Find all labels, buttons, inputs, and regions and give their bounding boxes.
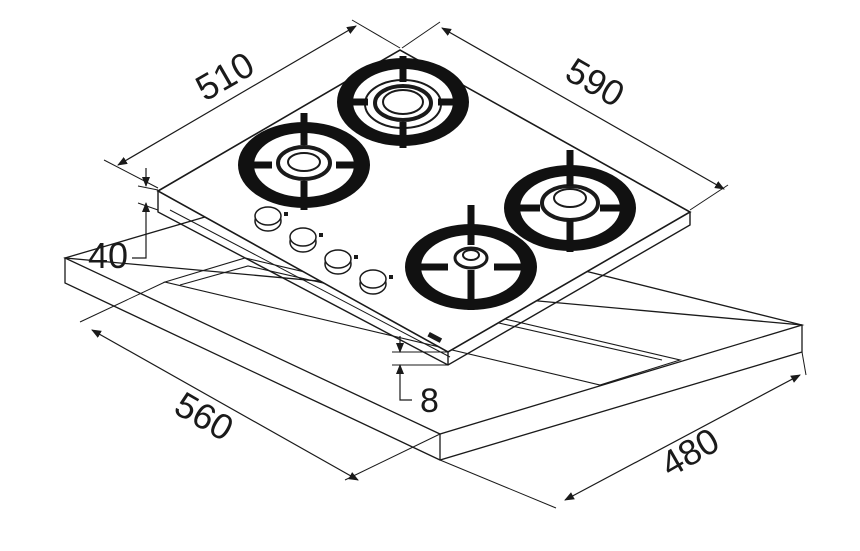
label-hob-width: 590 (559, 49, 632, 115)
dimension-8: 8 (392, 336, 448, 420)
control-knob-4 (359, 269, 393, 295)
label-hob-depth: 510 (189, 43, 262, 109)
control-knob-1 (254, 206, 288, 232)
label-cutout-depth: 480 (654, 419, 727, 485)
label-cutout-width: 560 (168, 383, 241, 449)
label-hob-thickness: 40 (88, 235, 128, 276)
dimension-40: 40 (88, 168, 159, 276)
burner-rear (337, 56, 469, 148)
brand-logo-plate (427, 331, 443, 343)
control-knob-3 (324, 249, 358, 275)
cutout-opening (162, 257, 683, 386)
dimension-480: 480 (439, 351, 807, 509)
control-knob-2 (289, 227, 323, 253)
label-glass-thickness: 8 (420, 382, 439, 420)
burner-front (405, 205, 537, 310)
